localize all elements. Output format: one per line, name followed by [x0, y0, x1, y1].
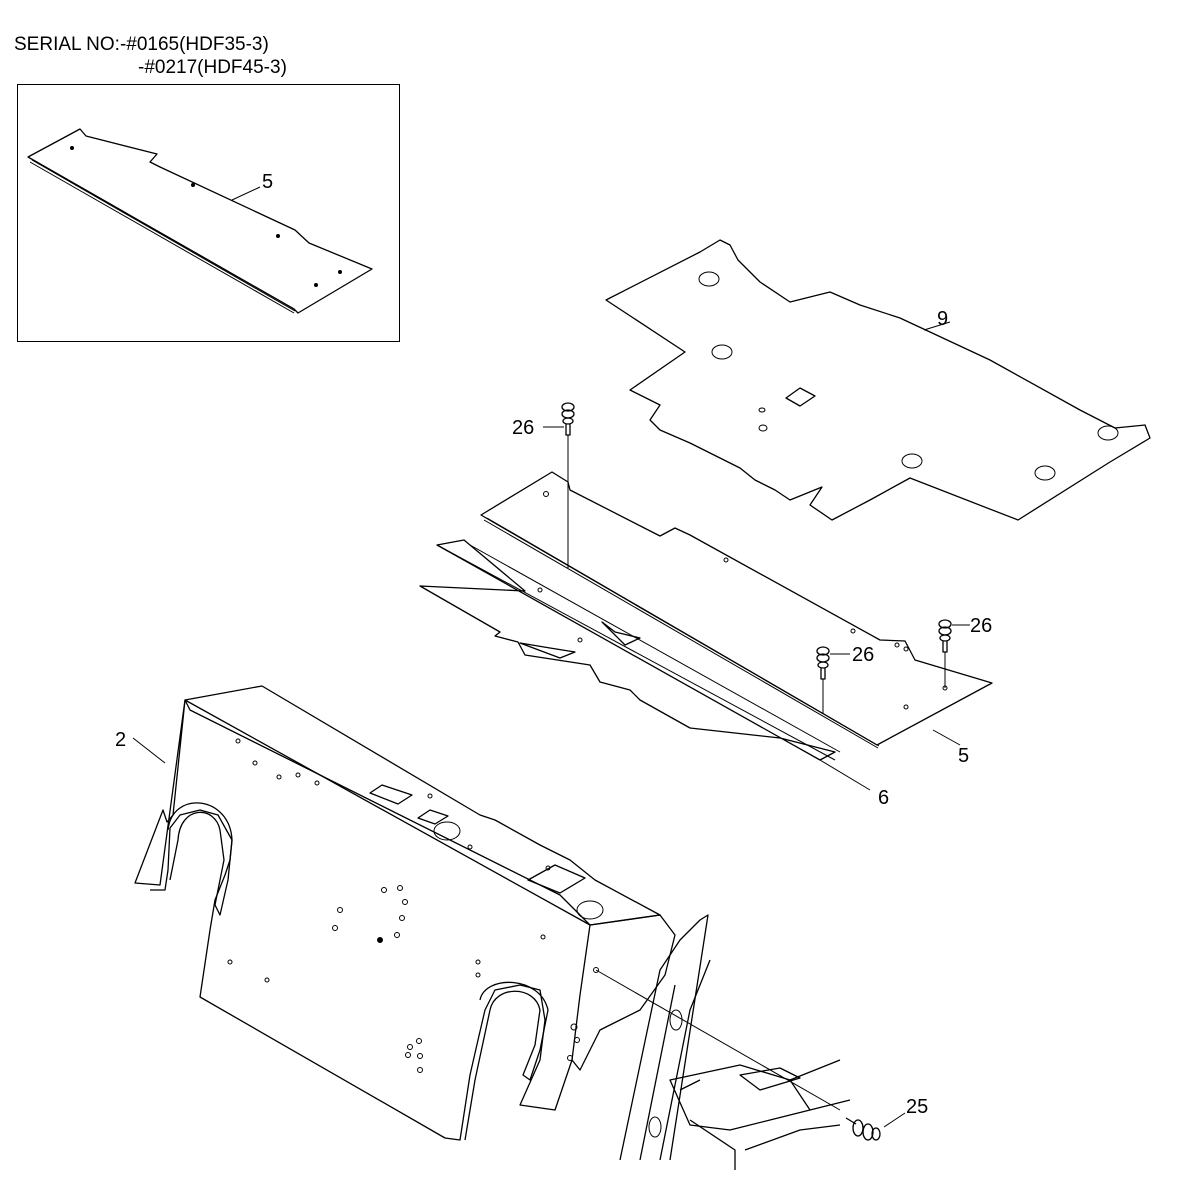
- callout-frame-bolt-25: 25: [906, 1096, 928, 1118]
- serial-number-line-2: -#0217(HDF45-3): [138, 57, 287, 78]
- cowl-panel: [132, 685, 676, 1141]
- serial-number-line-1: SERIAL NO:-#0165(HDF35-3): [14, 34, 269, 55]
- callout-bolt-26-right-lower: 26: [852, 644, 874, 666]
- floor-mat: [605, 239, 1151, 521]
- under-plate: [419, 539, 871, 791]
- callout-bolt-26-right-upper: 26: [970, 615, 992, 637]
- bolt-26-top: [543, 402, 575, 568]
- callout-bolt-26-top: 26: [512, 417, 534, 439]
- callout-cowl-panel-2: 2: [115, 729, 126, 751]
- frame-bolt-25: [845, 1112, 906, 1141]
- floor-plate: [480, 471, 993, 749]
- callout-floor-plate-5: 5: [958, 745, 969, 767]
- bolt-26-right-lower: [816, 646, 850, 714]
- inset-plate: [27, 128, 373, 314]
- callout-floor-mat-9: 9: [937, 308, 948, 330]
- bolt-26-right-upper: [938, 619, 970, 688]
- callout-under-plate-6: 6: [878, 787, 889, 809]
- inset-frame: [17, 84, 400, 342]
- callout-inset-5: 5: [262, 171, 273, 193]
- truck-frame: [595, 914, 851, 1170]
